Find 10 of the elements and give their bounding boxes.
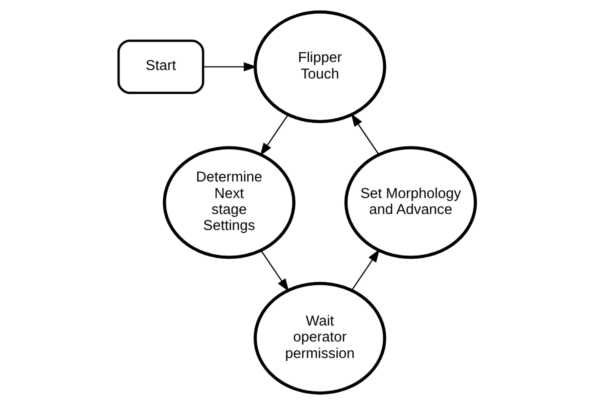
arrow: [260, 114, 288, 156]
node-ellipse: Flipper Touch: [253, 10, 386, 124]
arrow: [350, 113, 379, 155]
node-box: Start: [116, 40, 204, 94]
arrow: [202, 62, 256, 72]
arrow: [350, 249, 380, 291]
node-ellipse: Determine Next stage Settings: [162, 146, 295, 259]
node-ellipse: Wait operator permission: [253, 282, 386, 395]
arrow: [260, 250, 289, 292]
node-ellipse: Set Morphology and Advance: [344, 146, 476, 259]
